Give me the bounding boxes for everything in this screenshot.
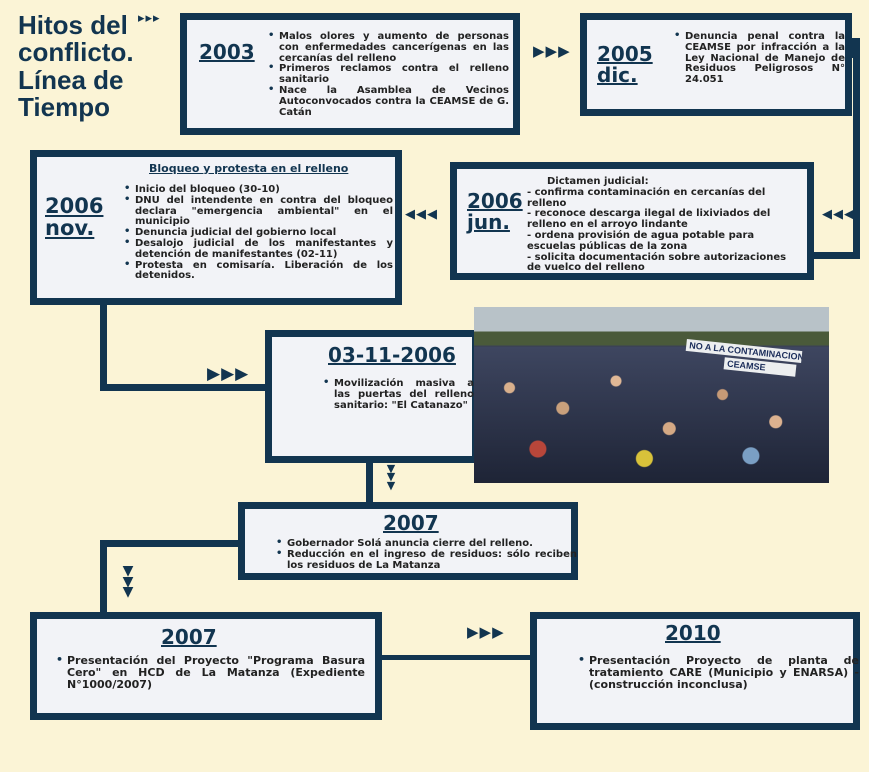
milestone-items: Dictamen judicial: - confirma contaminac…	[527, 176, 797, 274]
connector-2007a-down	[100, 540, 107, 620]
milestone-date: 2007	[161, 625, 217, 649]
list-item: Reducción en el ingreso de residuos: sól…	[276, 549, 577, 572]
milestone-items: Malos olores y aumento de personas con e…	[267, 31, 509, 118]
connector-to-031106	[100, 384, 270, 391]
milestone-items: Presentación Proyecto de planta de trata…	[577, 654, 859, 691]
milestone-date: 03-11-2006	[328, 343, 456, 367]
milestone-date: 2007	[383, 511, 439, 535]
right-arrows-icon: ▶▶▶	[533, 42, 571, 60]
milestone-heading: Bloqueo y protesta en el relleno	[149, 162, 349, 175]
connector-to-2006jun	[814, 252, 860, 259]
list-item: Protesta en comisaría. Liberación de los…	[124, 260, 393, 283]
list-item: Primeros reclamos contra el relleno sani…	[268, 63, 509, 86]
title-arrow-icon: ▸▸▸	[138, 11, 161, 26]
milestone-date: 2010	[665, 621, 721, 645]
milestone-date: 2006 jun.	[467, 189, 523, 234]
protest-crowd-photo: NO A LA CONTAMINACION CEAMSE	[474, 307, 829, 483]
connector-031106-down	[366, 460, 373, 502]
milestone-items: Gobernador Solá anuncia cierre del relle…	[275, 538, 577, 572]
list-item: - solicita documentación sobre autorizac…	[527, 251, 787, 274]
milestone-2010-box: 2010 Presentación Proyecto de planta de …	[530, 612, 860, 730]
milestone-2007-project-box: 2007 Presentación del Proyecto "Programa…	[30, 612, 382, 720]
list-item: Denuncia penal contra la CEAMSE por infr…	[674, 31, 845, 86]
milestone-2005-box: 2005 dic. Denuncia penal contra la CEAMS…	[580, 13, 852, 116]
connector-2007a-left	[100, 540, 240, 547]
list-item: Presentación Proyecto de planta de trata…	[578, 654, 859, 691]
connector-2005-right	[848, 38, 856, 58]
milestone-date: 2003	[199, 40, 255, 64]
down-arrows-icon: ▼▼▼	[386, 462, 396, 492]
milestone-items: Denuncia penal contra la CEAMSE por infr…	[673, 31, 845, 86]
milestone-items: Movilización masiva a las puertas del re…	[322, 378, 474, 411]
list-item: Movilización masiva a las puertas del re…	[323, 378, 474, 411]
milestone-date: 2006 nov.	[45, 194, 104, 241]
list-item: Inicio del bloqueo (30-10)	[124, 184, 393, 196]
milestone-2006-jun-box: 2006 jun. Dictamen judicial: - confirma …	[450, 162, 814, 280]
list-item: DNU del intendente en contra del bloqueo…	[124, 195, 393, 228]
right-arrows-icon: ▶▶▶	[467, 623, 505, 641]
list-item: Presentación del Proyecto "Programa Basu…	[56, 654, 365, 691]
list-item: Malos olores y aumento de personas con e…	[268, 31, 509, 64]
milestone-2003-box: 2003 Malos olores y aumento de personas …	[180, 13, 520, 135]
list-item: - reconoce descarga ilegal de lixiviados…	[527, 208, 771, 231]
connector-2007b-2010	[382, 655, 532, 660]
left-arrows-icon: ◀◀◀	[405, 207, 438, 222]
list-item: Gobernador Solá anuncia cierre del relle…	[276, 538, 577, 550]
list-item: Denuncia judicial del gobierno local	[124, 227, 393, 239]
milestone-03-11-2006-box: 03-11-2006 Movilización masiva a las pue…	[265, 330, 479, 463]
connector-2005-down	[853, 38, 860, 258]
milestone-date: 2005 dic.	[597, 42, 653, 87]
list-item: Desalojo judicial de los manifestantes y…	[124, 238, 393, 261]
right-arrows-icon: ▶▶▶	[207, 364, 250, 384]
list-item: - ordena provisión de agua potable para …	[527, 229, 755, 252]
down-arrows-icon: ▼▼▼	[122, 563, 134, 600]
milestone-items: Inicio del bloqueo (30-10) DNU del inten…	[123, 184, 393, 283]
page-title: Hitos del conflicto. Línea de Tiempo	[18, 10, 134, 122]
list-item: Nace la Asamblea de Vecinos Autoconvocad…	[268, 85, 509, 118]
milestone-2007-box: 2007 Gobernador Solá anuncia cierre del …	[238, 502, 578, 580]
milestone-items: Presentación del Proyecto "Programa Basu…	[55, 654, 365, 691]
milestone-2006-nov-box: Bloqueo y protesta en el relleno 2006 no…	[30, 150, 402, 305]
list-item: - confirma contaminación en cercanías de…	[527, 186, 766, 209]
connector-nov-down	[100, 300, 107, 390]
list-item: Dictamen judicial:	[547, 176, 649, 187]
left-arrows-icon: ◀◀◀	[822, 207, 855, 222]
